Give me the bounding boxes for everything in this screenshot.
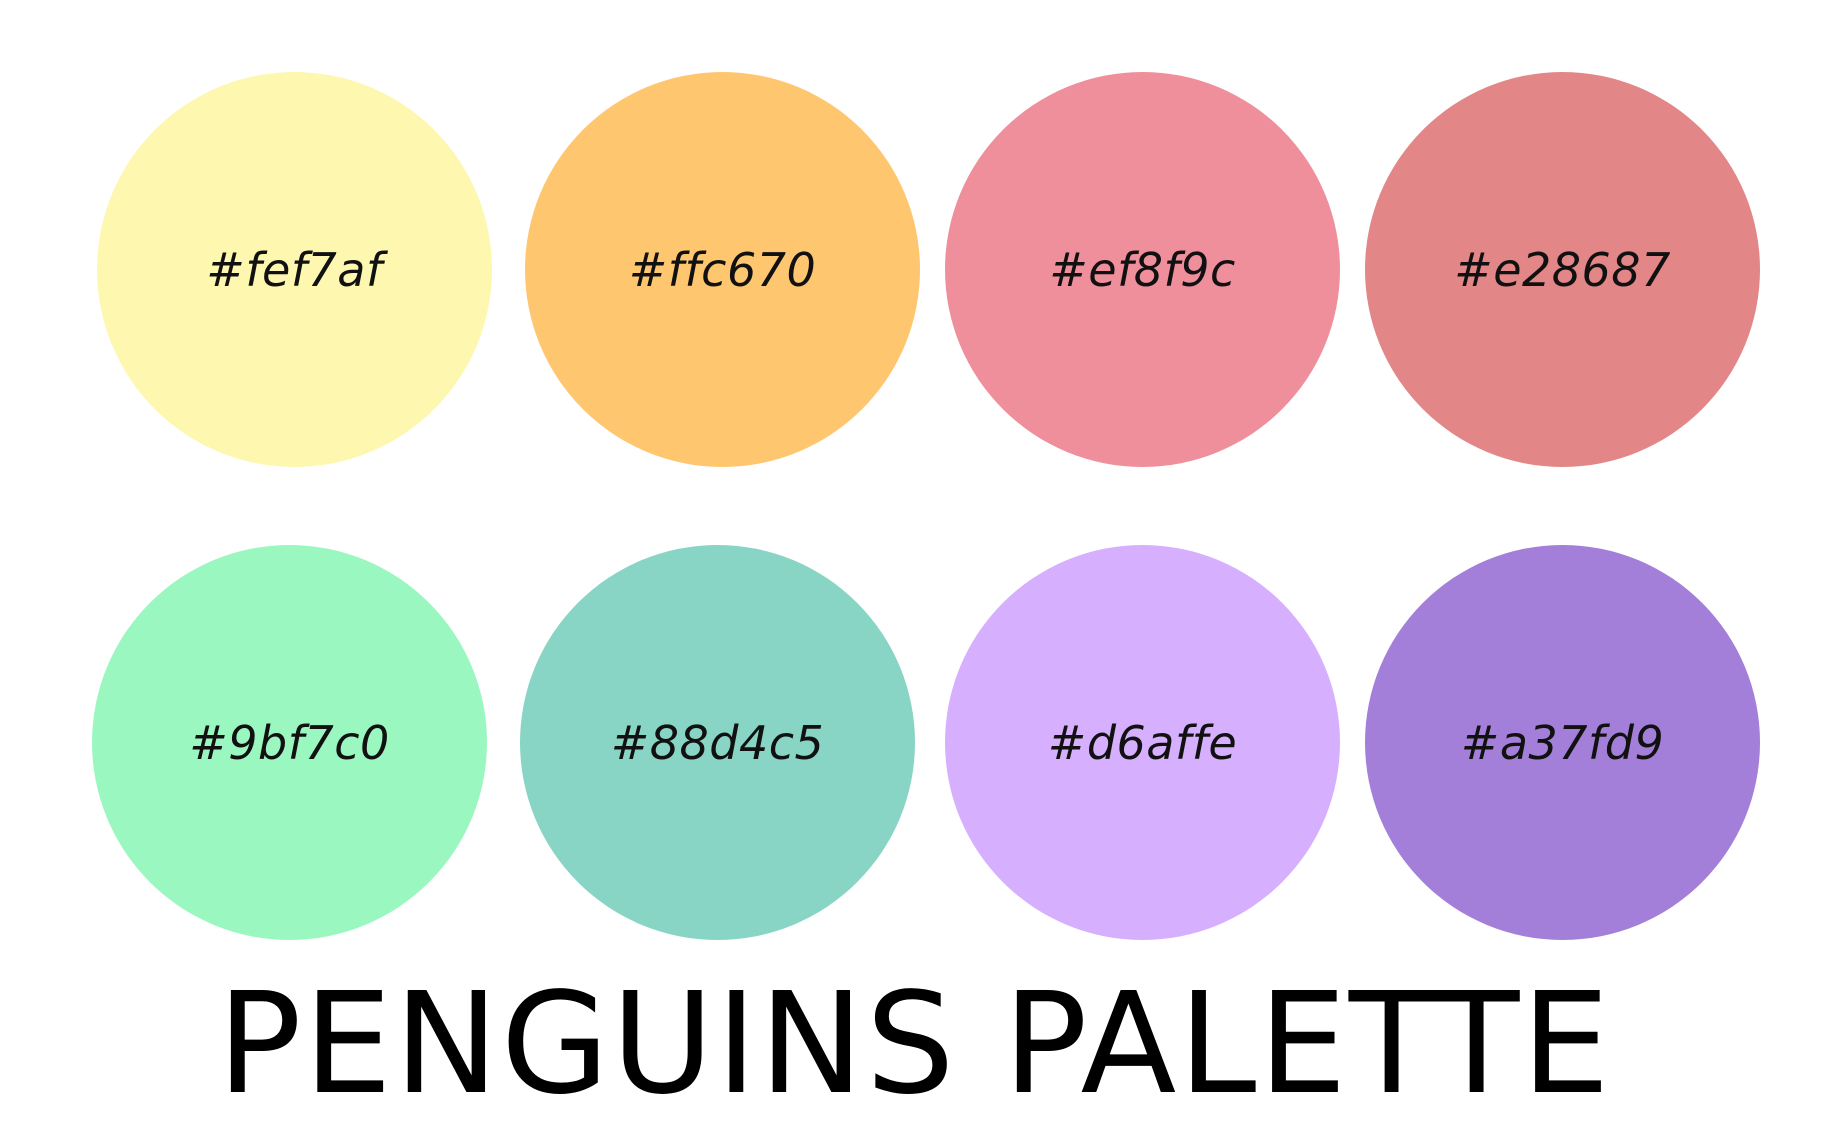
color-code-label: #d6affe: [1047, 715, 1238, 770]
color-code-label: #ffc670: [628, 242, 817, 297]
color-code-label: #a37fd9: [1460, 715, 1665, 770]
color-code-label: #9bf7c0: [189, 715, 390, 770]
color-code-label: #88d4c5: [610, 715, 825, 770]
color-code-label: #ef8f9c: [1049, 242, 1236, 297]
palette-title: PENGUINS PALETTE: [217, 963, 1612, 1126]
color-swatch-8: #a37fd9: [1365, 545, 1760, 940]
color-swatch-7: #d6affe: [945, 545, 1340, 940]
color-swatch-6: #88d4c5: [520, 545, 915, 940]
color-swatch-5: #9bf7c0: [92, 545, 487, 940]
color-swatch-3: #ef8f9c: [945, 72, 1340, 467]
color-code-label: #e28687: [1454, 242, 1671, 297]
color-swatch-1: #fef7af: [97, 72, 492, 467]
color-swatch-4: #e28687: [1365, 72, 1760, 467]
color-swatch-2: #ffc670: [525, 72, 920, 467]
color-code-label: #fef7af: [206, 242, 383, 297]
